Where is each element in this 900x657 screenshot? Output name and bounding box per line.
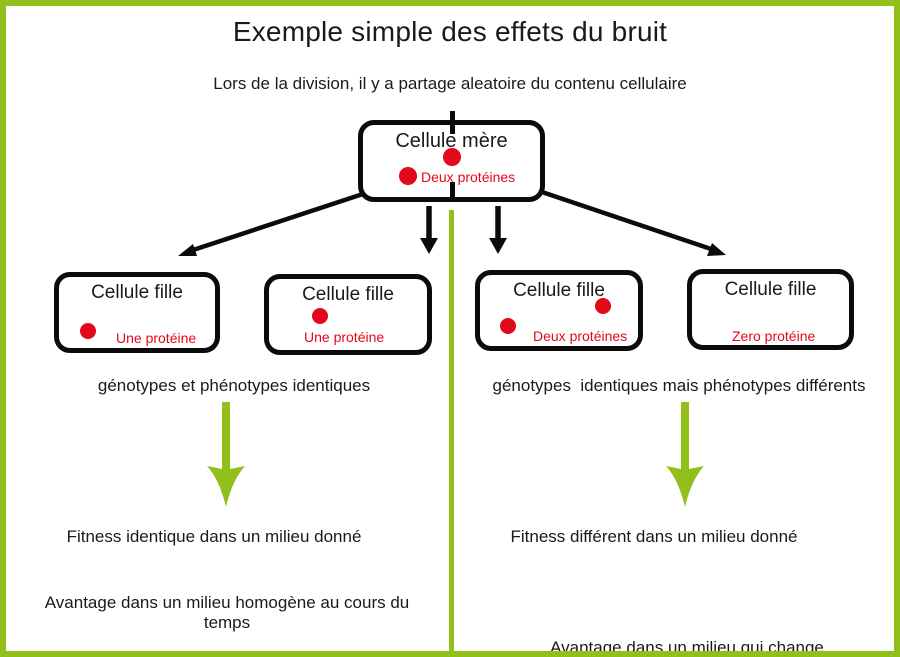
daughter-protein-label: Deux protéines [533, 328, 628, 344]
right-advantage-text: Avantage dans un milieu qui change souve… [487, 593, 887, 657]
green-arrow-right [666, 402, 704, 507]
page-subtitle: Lors de la division, il y a partage alea… [213, 74, 687, 93]
daughter-protein-label: Une protéine [304, 329, 385, 345]
daughter-cell-2-box: Cellule fille Une protéine [264, 274, 432, 355]
protein-dot [500, 318, 516, 334]
protein-dot [312, 308, 328, 324]
right-branch-caption: génotypes identiques mais phénotypes dif… [492, 376, 866, 395]
daughter-cell-label: Cellule fille [302, 284, 394, 305]
left-advantage-text: Avantage dans un milieu homogène au cour… [44, 593, 414, 632]
protein-dot [443, 148, 461, 166]
page-title: Exemple simple des effets du bruit [232, 16, 668, 47]
arrow-to-daughter-3 [489, 206, 507, 254]
green-arrow-left [207, 402, 245, 507]
daughter-cell-label: Cellule fille [724, 279, 817, 300]
protein-dot [399, 167, 417, 185]
right-fitness-text: Fitness différent dans un milieu donné [510, 527, 798, 546]
daughter-cell-1-box: Cellule fille Une protéine [54, 272, 220, 353]
protein-dot [595, 298, 611, 314]
divider-tick-top [450, 111, 455, 134]
arrow-to-daughter-2 [420, 206, 438, 254]
daughter-cell-label: Cellule fille [513, 280, 605, 301]
left-branch-caption: génotypes et phénotypes identiques [97, 376, 371, 395]
left-fitness-text: Fitness identique dans un milieu donné [66, 527, 362, 546]
daughter-cell-4-box: Cellule fille Zero protéine [687, 269, 854, 350]
daughter-cell-3-box: Cellule fille Deux protéines [475, 270, 643, 351]
arrow-to-daughter-1 [178, 189, 370, 256]
right-advantage-line1: Avantage dans un milieu qui change [550, 637, 824, 657]
arrow-to-daughter-4 [541, 189, 726, 256]
daughter-protein-label: Zero protéine [732, 328, 816, 344]
divider-tick-bottom [450, 182, 455, 202]
daughter-cell-label: Cellule fille [91, 282, 183, 303]
mother-protein-label: Deux protéines [421, 169, 516, 185]
mother-cell-label: Cellule mère [395, 130, 508, 152]
protein-dot [80, 323, 96, 339]
center-divider-line [449, 210, 454, 651]
daughter-protein-label: Une protéine [116, 330, 197, 346]
